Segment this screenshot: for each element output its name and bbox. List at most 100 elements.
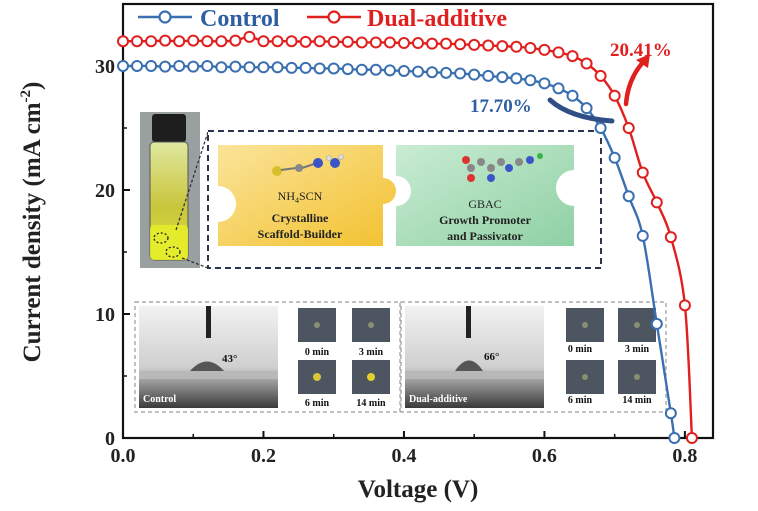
series-point-dual-additive (355, 36, 368, 49)
series-point-control (145, 60, 158, 72)
y-axis-title-sup: -2 (18, 90, 34, 103)
series-point-control (215, 61, 228, 74)
x-tick-label: 0.6 (532, 445, 557, 467)
series-point-dual-additive (383, 36, 396, 49)
film-photo-grid: 0 min 3 min 6 min 14 min (298, 308, 390, 409)
series-point-dual-additive (187, 34, 200, 47)
series-point-control (369, 63, 382, 76)
nh4scn-molecule-icon (272, 154, 344, 176)
y-axis-title-close: ) (19, 82, 46, 90)
pce-dual-label: 20.41% (610, 40, 672, 61)
legend: Control Dual-additive (138, 6, 507, 32)
series-point-control (496, 71, 509, 84)
gbac-molecule-icon (462, 153, 543, 182)
series-point-dual-additive (397, 37, 410, 50)
droplet (455, 360, 483, 371)
series-point-control (201, 60, 214, 72)
series-point-dual-additive (201, 35, 214, 48)
time-label: 14 min (622, 395, 652, 406)
series-point-control (580, 102, 593, 115)
series-point-dual-additive (552, 46, 565, 59)
x-tick-label: 0.4 (391, 445, 416, 467)
series-point-dual-additive (685, 432, 698, 444)
series-point-dual-additive (257, 35, 270, 48)
legend-dual-marker (327, 10, 341, 24)
series-point-dual-additive (173, 35, 186, 48)
time-label: 6 min (305, 398, 330, 409)
series-point-dual-additive (510, 40, 523, 53)
legend-control-marker (158, 10, 172, 24)
series-point-control (538, 77, 551, 90)
legend-control-label: Control (200, 6, 280, 32)
time-label: 3 min (359, 347, 384, 358)
droplet (190, 361, 224, 371)
series-point-dual-additive (131, 35, 144, 48)
time-label: 0 min (568, 344, 593, 355)
series-point-dual-additive (538, 43, 551, 56)
y-tick-label: 30 (95, 56, 115, 78)
series-point-control (622, 190, 635, 203)
series-point-control (327, 62, 340, 75)
series-point-dual-additive (524, 42, 537, 55)
series-point-dual-additive (496, 40, 509, 53)
series-point-control (468, 68, 481, 81)
series-point-dual-additive (313, 35, 326, 48)
series-point-control (341, 63, 354, 76)
series-point-dual-additive (440, 37, 453, 50)
series-point-control (664, 407, 677, 420)
series-point-control (668, 432, 681, 444)
series-point-control (173, 60, 186, 72)
nh4scn-label: NH4SCN (278, 189, 323, 205)
series-point-control (257, 61, 270, 74)
series-point-dual-additive (271, 35, 284, 48)
vial-photo (140, 112, 200, 268)
series-point-dual-additive (594, 69, 607, 82)
puzzle-piece-left (218, 145, 396, 246)
contact-angle-photo (405, 306, 544, 408)
needle (466, 306, 471, 338)
series-point-control (243, 61, 256, 74)
y-tick-label: 20 (95, 180, 115, 202)
series-point-dual-additive (412, 37, 424, 50)
contact-angle-value: 43° (222, 353, 237, 365)
series-point-dual-additive (482, 39, 495, 52)
time-label: 14 min (356, 398, 386, 409)
series-point-dual-additive (664, 231, 677, 244)
series-point-control (159, 60, 172, 73)
series-point-dual-additive (566, 50, 579, 63)
x-tick-label: 0.2 (251, 445, 276, 467)
series-point-dual-additive (622, 122, 635, 134)
film-photo-grid: 0 min 3 min 6 min 14 min (566, 308, 656, 406)
nh4scn-desc-2: Scaffold-Builder (258, 227, 343, 241)
series-point-control (454, 67, 467, 80)
pce-annotations: 17.70% 20.41% (470, 40, 672, 124)
series-point-control (412, 65, 424, 78)
series-point-dual-additive (426, 37, 439, 50)
contact-angle-panel-dual-additive: 66° Dual-additive 0 min 3 min 6 min 14 m… (400, 301, 667, 413)
series-point-control (440, 66, 453, 79)
series-point-control (608, 151, 621, 164)
series-point-dual-additive (215, 35, 228, 48)
puzzle-piece-right (396, 145, 574, 246)
series-point-dual-additive (608, 89, 621, 102)
series-point-dual-additive (454, 38, 467, 51)
series-point-control (313, 62, 326, 75)
x-axis-title: Voltage (V) (358, 476, 479, 503)
pce-control-arrow (547, 97, 615, 124)
series-point-control (299, 61, 312, 74)
needle (206, 306, 211, 338)
series-point-dual-additive (650, 196, 663, 209)
series-point-control (131, 60, 144, 72)
time-label: 0 min (305, 347, 330, 358)
series-point-dual-additive (468, 38, 481, 51)
additive-puzzle-inset: NH4SCN Crystalline Scaffold-Builder GBAC… (207, 130, 602, 269)
gbac-label: GBAC (468, 197, 501, 211)
series-point-dual-additive (299, 35, 312, 48)
series-point-control (271, 61, 284, 74)
series-point-control (552, 82, 565, 95)
series-point-control (566, 89, 579, 102)
gbac-desc-1: Growth Promoter (439, 213, 532, 227)
pce-control-label: 17.70% (470, 96, 532, 117)
